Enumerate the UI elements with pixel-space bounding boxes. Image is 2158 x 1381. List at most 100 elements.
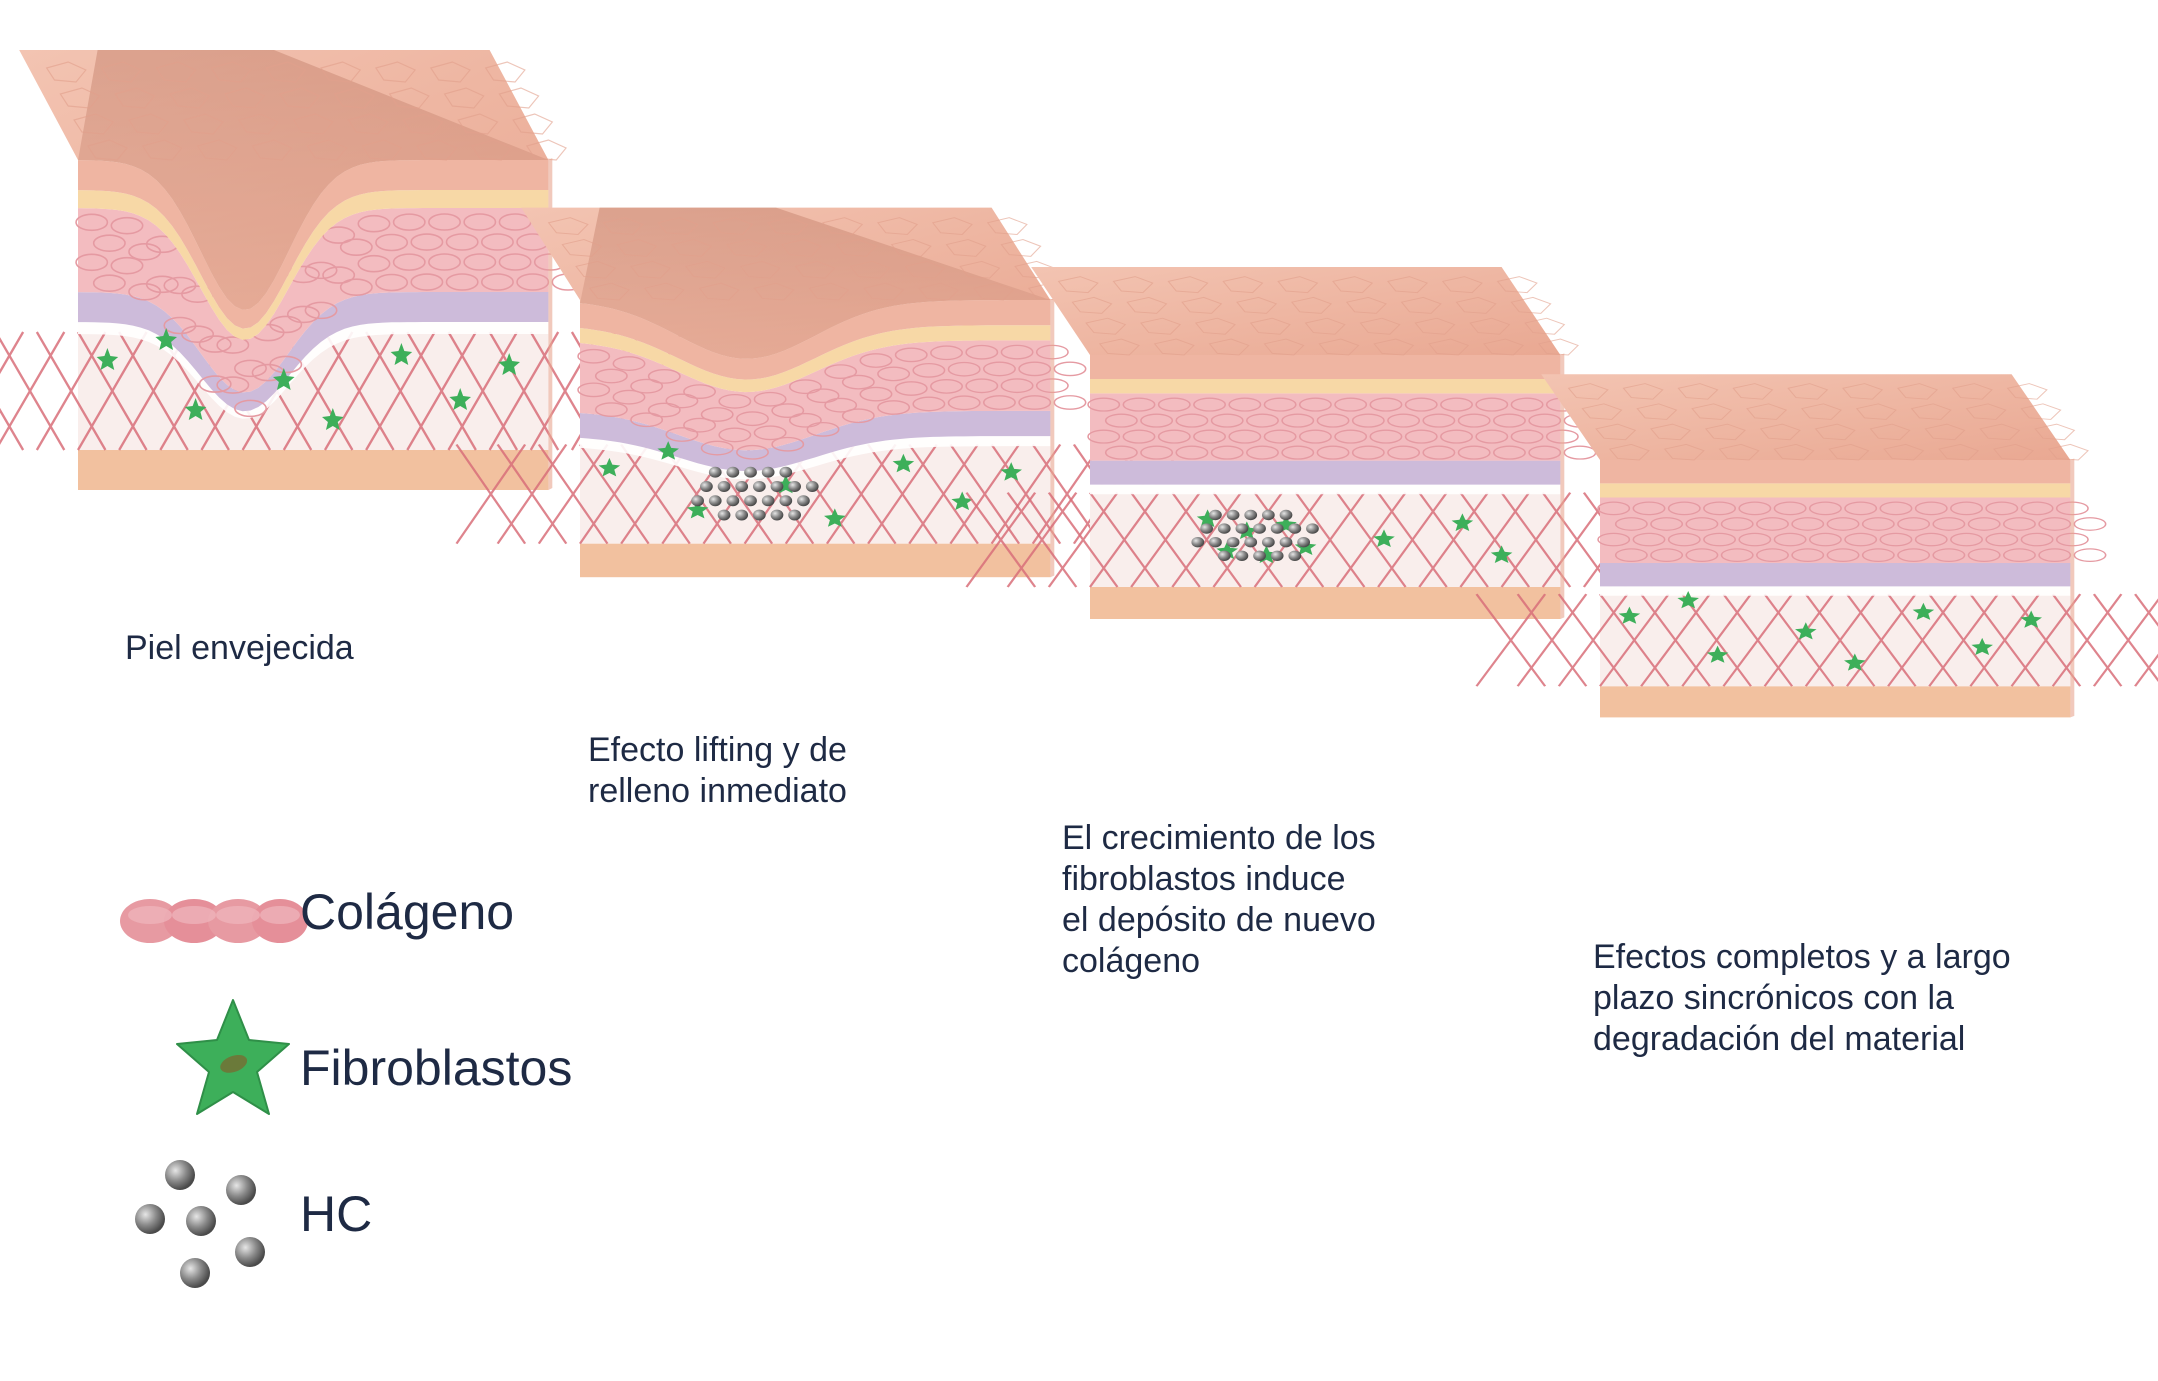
stratum-layer <box>78 190 549 340</box>
skin-block-1 <box>0 50 683 490</box>
hc-particle-icon <box>1279 509 1293 521</box>
hc-particle-icon <box>752 481 766 492</box>
legend-label-fibroblasts: Fibroblastos <box>300 1040 573 1096</box>
hc-particle-icon <box>708 495 722 507</box>
hc-particle-icon <box>717 481 731 492</box>
hc-particle-icon <box>1306 523 1319 534</box>
hc-particle-icon <box>1253 523 1266 534</box>
hc-particle-icon <box>691 495 704 507</box>
fibroblast-star-icon <box>390 343 413 365</box>
fibroblast-star-icon <box>657 441 679 460</box>
legend-label-collagen: Colágeno <box>300 884 515 940</box>
fibroblast-star-icon <box>1844 653 1866 671</box>
wrinkle-groove <box>78 50 549 310</box>
hc-particle-icon <box>1209 509 1222 521</box>
hc-particle-cluster <box>1191 509 1319 561</box>
hc-particle-icon <box>1270 550 1284 561</box>
hc-particle-icon <box>770 509 784 521</box>
hc-particle-icon <box>770 481 784 492</box>
hc-particle-icon <box>726 466 740 478</box>
hc-particle-icon <box>1200 523 1213 534</box>
fibroblast-star-icon <box>892 453 915 473</box>
hc-particle-icon <box>761 466 775 478</box>
stage-caption-2: Efecto lifting y de relleno inmediato <box>588 731 847 810</box>
stratum-layer <box>1090 379 1561 394</box>
collagen-cell-layer <box>580 340 1051 451</box>
epidermis-layer <box>78 160 549 329</box>
base-layer <box>580 543 1051 578</box>
fibroblast-star-icon <box>1912 602 1935 620</box>
fibroblast-star-icon <box>1490 545 1513 563</box>
hc-particle-icon <box>761 495 775 507</box>
fibroblast-star-icon <box>824 508 846 527</box>
dermis-layer <box>1090 484 1561 587</box>
stage-caption-4: Efectos completos y a largo plazo sincró… <box>1593 938 2011 1058</box>
fibroblast-star-icon <box>155 328 177 350</box>
fibroblast-star-icon <box>598 457 621 477</box>
hc-particle-icon <box>1288 523 1302 534</box>
basal-layer <box>1600 562 2071 587</box>
fibroblast-star-icon <box>1000 462 1022 481</box>
hc-particle-icon <box>1270 523 1284 534</box>
fibroblast-star-icon <box>1618 606 1641 624</box>
fibroblast-star-icon <box>322 408 344 430</box>
hc-particle-icon <box>1226 509 1240 521</box>
hc-particle-icon <box>1261 509 1275 521</box>
stage-caption-1: Piel envejecida <box>125 629 354 667</box>
hc-particle-icon <box>1279 537 1293 548</box>
hc-particle-icon <box>1253 550 1266 561</box>
stratum-layer <box>1600 483 2071 498</box>
fibroblast-star-icon <box>1451 513 1474 531</box>
hc-particle-icon <box>1217 523 1231 534</box>
collagen-cell-layer <box>78 208 549 393</box>
dermis-layer <box>1600 586 2071 687</box>
collagen-cell-layer <box>1600 497 2071 563</box>
hc-particle-icon <box>708 466 722 478</box>
fibroblast-star-icon <box>184 398 207 420</box>
fibroblast-star-icon <box>2020 610 2042 628</box>
fibroblast-star-icon <box>1677 591 1699 609</box>
hc-particle-icon <box>1244 537 1258 548</box>
hc-particle-icon <box>805 481 819 492</box>
fibroblast-star-icon <box>686 499 709 519</box>
hc-particle-icon <box>797 495 810 507</box>
legend-label-hc: HC <box>300 1186 373 1242</box>
fibroblast-star-icon <box>96 348 119 370</box>
hc-particle-icon <box>1209 537 1222 548</box>
hc-particle-icon <box>1261 537 1275 548</box>
fibroblast-star-icon <box>1971 637 1993 655</box>
hc-particle-icon <box>726 495 740 507</box>
hc-particle-icon <box>779 466 793 478</box>
fibroblast-star-icon <box>951 491 973 510</box>
fibroblast-star-icon <box>498 353 520 375</box>
fibroblast-star-icon <box>1706 645 1729 663</box>
collagen-fibers <box>1475 593 2158 687</box>
skin-block-4 <box>1475 374 2158 718</box>
dermis-layer <box>78 322 549 450</box>
wrinkle-groove <box>580 207 1051 359</box>
fibroblast-star-icon <box>449 388 471 410</box>
fibroblast-star-icon <box>176 999 290 1115</box>
hc-particle-icon <box>717 509 731 521</box>
epidermis-layer <box>1090 355 1561 379</box>
fibroblast-star-icon <box>1373 529 1395 547</box>
collagen-icon <box>120 899 308 943</box>
hc-particle-icon <box>1297 537 1311 548</box>
hc-particle-icon <box>744 495 757 507</box>
hc-particle-icon <box>1288 550 1302 561</box>
hc-particle-icon <box>1217 550 1231 561</box>
hc-particle-icon <box>735 481 749 492</box>
hc-particle-icon <box>1244 509 1258 521</box>
skin-block-2 <box>455 207 1185 578</box>
hc-particle-icon <box>779 495 793 507</box>
base-layer <box>78 450 549 490</box>
fibroblast-star-icon <box>1196 509 1219 527</box>
fibroblast-star-icon <box>273 368 295 390</box>
epidermis-layer <box>1600 460 2071 484</box>
hc-particle-icon <box>1235 523 1249 534</box>
basal-layer <box>78 292 549 412</box>
hc-particle-icon <box>788 509 801 521</box>
hc-particle-icon <box>1235 550 1249 561</box>
epidermis-layer <box>580 300 1051 380</box>
